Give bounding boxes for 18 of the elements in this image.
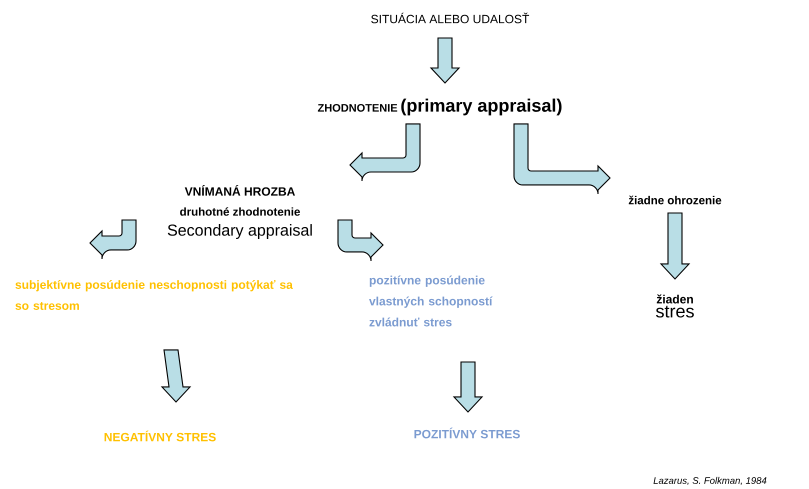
block-arrow <box>513 123 611 195</box>
citation: Lazarus, S. Folkman, 1984 <box>654 476 766 486</box>
block-arrow <box>349 123 421 182</box>
block-arrow <box>452 361 484 413</box>
text-label: SITUÁCIA ALEBO UDALOSŤ <box>371 12 530 24</box>
text-label: pozitívne posúdenie vlastných schopností zvládnuť stres <box>369 276 493 326</box>
text-label: ZHODNOTENIE (primary appraisal) <box>318 98 562 116</box>
block-arrow <box>337 219 384 262</box>
block-arrow <box>89 219 137 260</box>
text-label: žiaden stres <box>656 294 694 318</box>
text-label: POZITÍVNY STRES <box>414 428 520 438</box>
text-label: subjektívne posúdenie neschopnosti potýkať sa so stresom <box>15 280 293 310</box>
text-label: žiadne ohrozenie <box>628 196 722 204</box>
block-arrow <box>660 212 690 280</box>
text-label: VNÍMANÁ HROZBA druhotné zhodnotenie Secondary appraisal <box>168 185 312 239</box>
block-arrow <box>160 349 192 403</box>
block-arrow <box>430 37 460 84</box>
text-label: NEGATÍVNY STRES <box>104 430 216 442</box>
